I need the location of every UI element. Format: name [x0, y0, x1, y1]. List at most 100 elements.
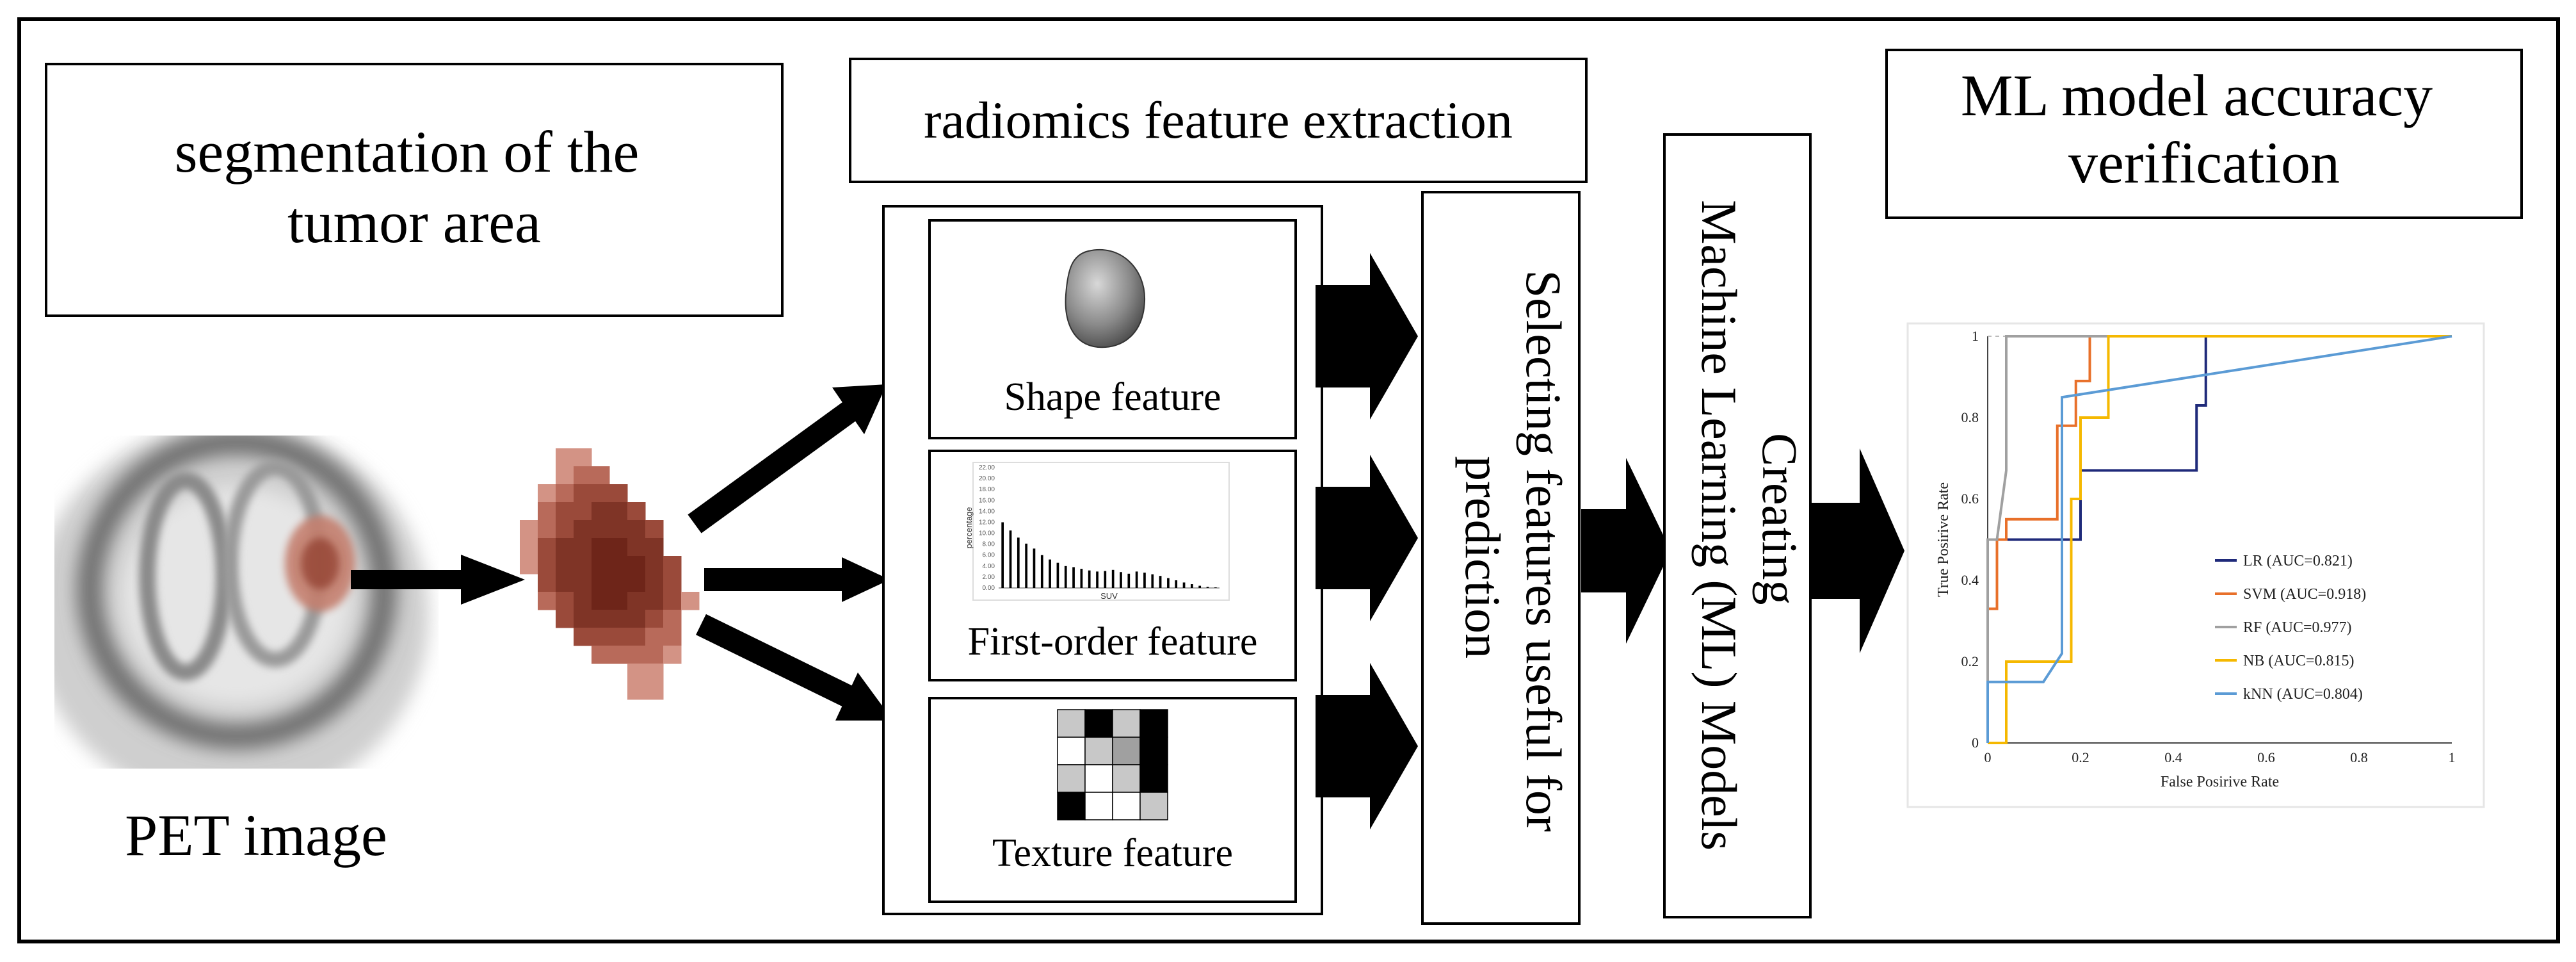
roc-legend-label: RF (AUC=0.977): [2243, 619, 2352, 636]
tumor-pixel: [538, 484, 556, 503]
segmentation-box: [45, 63, 784, 317]
roc-legend-label: LR (AUC=0.821): [2243, 553, 2353, 569]
texture-cell: [1084, 737, 1113, 765]
tumor-pixel: [592, 520, 610, 539]
histogram-bar: [1167, 578, 1170, 588]
histogram-ytick: 10.00: [979, 530, 995, 537]
tumor-pixel: [627, 502, 646, 521]
tumor-pixel: [574, 520, 592, 539]
histogram-bar: [1120, 572, 1122, 588]
tumor-pixel: [627, 574, 646, 592]
histogram-ytick: 8.00: [983, 541, 995, 548]
roc-xtick: 0: [1984, 749, 1992, 765]
tumor-pixel: [556, 610, 574, 628]
selecting-box: [1421, 191, 1581, 925]
texture-grid: [1057, 709, 1168, 820]
tumor-pixel: [609, 646, 628, 664]
accuracy-box: [1885, 49, 2523, 219]
tumor-pixel: [556, 448, 574, 467]
histogram-frame: [972, 462, 1230, 601]
tumor-pixel: [645, 592, 664, 610]
arrow-creating-to-roc: [1810, 448, 1904, 653]
roc-ytick: 0.4: [1961, 572, 1979, 588]
tumor-pixel: [681, 592, 700, 610]
histogram-bar: [1064, 566, 1067, 588]
histogram-bar: [1182, 582, 1186, 588]
histogram-bar: [1080, 569, 1083, 588]
tumor-pixel: [645, 646, 664, 664]
roc-ytick: 0.2: [1961, 653, 1979, 669]
histogram-bar: [1206, 587, 1209, 588]
roc-ytick: 0: [1972, 735, 1979, 751]
tumor-pixel: [645, 610, 664, 628]
tumor-pixel: [556, 574, 574, 592]
roc-ylabel: True Posirive Rate: [1935, 482, 1952, 597]
roc-legend-label: kNN (AUC=0.804): [2243, 686, 2363, 703]
tumor-pixel: [556, 592, 574, 610]
tumor-pixel: [574, 610, 592, 628]
feature-to-selecting-arrows: [1316, 253, 1418, 829]
tumor-pixel: [538, 574, 556, 592]
texture-cell: [1139, 709, 1168, 738]
histogram-ytick: 18.00: [979, 486, 995, 493]
texture-cell: [1112, 737, 1141, 765]
roc-series-line-knn: [1986, 335, 2452, 743]
tumor-pixel: [645, 681, 664, 700]
texture-cell: [1057, 792, 1086, 820]
tumor-pixel: [592, 646, 610, 664]
tumor-pixel: [556, 556, 574, 575]
tumor-pixel: [574, 484, 592, 503]
tumor-pixel: [574, 592, 592, 610]
histogram-ytick: 6.00: [983, 552, 995, 559]
arrow-pet-to-tumor: [351, 555, 525, 605]
tumor-pixel: [592, 502, 610, 521]
histogram-bar: [1017, 537, 1020, 588]
tumor-pixel: [627, 628, 646, 646]
tumor-pixel: [538, 592, 556, 610]
histogram-bar: [1009, 530, 1012, 588]
pet-image-label: PET image: [125, 803, 387, 868]
tumor-pixel: [645, 538, 664, 557]
tumor-pixel: [592, 628, 610, 646]
histogram-bar: [1127, 573, 1131, 588]
tumor-pixel: [538, 556, 556, 575]
tumor-pixel: [556, 502, 574, 521]
tumor-pixel: [663, 592, 682, 610]
tumor-pixel: [609, 484, 628, 503]
roc-xtick: 0.4: [2164, 749, 2182, 765]
arrow-selecting-to-creating: [1581, 458, 1671, 644]
tumor-pixel: [627, 610, 646, 628]
tumor-pixel: [663, 556, 682, 575]
tumor-pixel: [574, 628, 592, 646]
texture-cell: [1057, 764, 1086, 793]
histogram-bar: [1214, 587, 1217, 588]
accuracy-box-text: ML model accuracy verification: [1961, 63, 2447, 195]
tumor-pixel: [592, 466, 610, 485]
shape-feature-image: [1063, 242, 1146, 350]
tumor-pixel: [609, 574, 628, 592]
tumor-pixel: [574, 538, 592, 557]
tumor-pixel: [592, 574, 610, 592]
histogram-bar: [1033, 548, 1036, 588]
histogram-ytick: 12.00: [979, 519, 995, 526]
roc-series-line-nb: [1988, 335, 2452, 744]
texture-cell: [1139, 792, 1168, 820]
tumor-pixel: [574, 574, 592, 592]
texture-cell: [1112, 764, 1141, 793]
roc-xtick: 0.8: [2350, 749, 2368, 765]
tumor-pixel: [574, 556, 592, 575]
tumor-pixel: [645, 556, 664, 575]
tumor-pixel: [592, 556, 610, 575]
tumor-pixel: [538, 538, 556, 557]
texture-cell: [1112, 792, 1141, 820]
tumor-pixel: [663, 610, 682, 628]
texture-feature-label: Texture feature: [992, 831, 1233, 875]
histogram-bar: [1191, 584, 1193, 588]
histogram-bar: [1104, 571, 1107, 588]
texture-cell: [1084, 709, 1113, 738]
tumor-pixel: [520, 538, 538, 557]
tumor-pixel: [663, 574, 682, 592]
texture-cell: [1057, 709, 1086, 738]
roc-xtick: 1: [2449, 749, 2456, 765]
